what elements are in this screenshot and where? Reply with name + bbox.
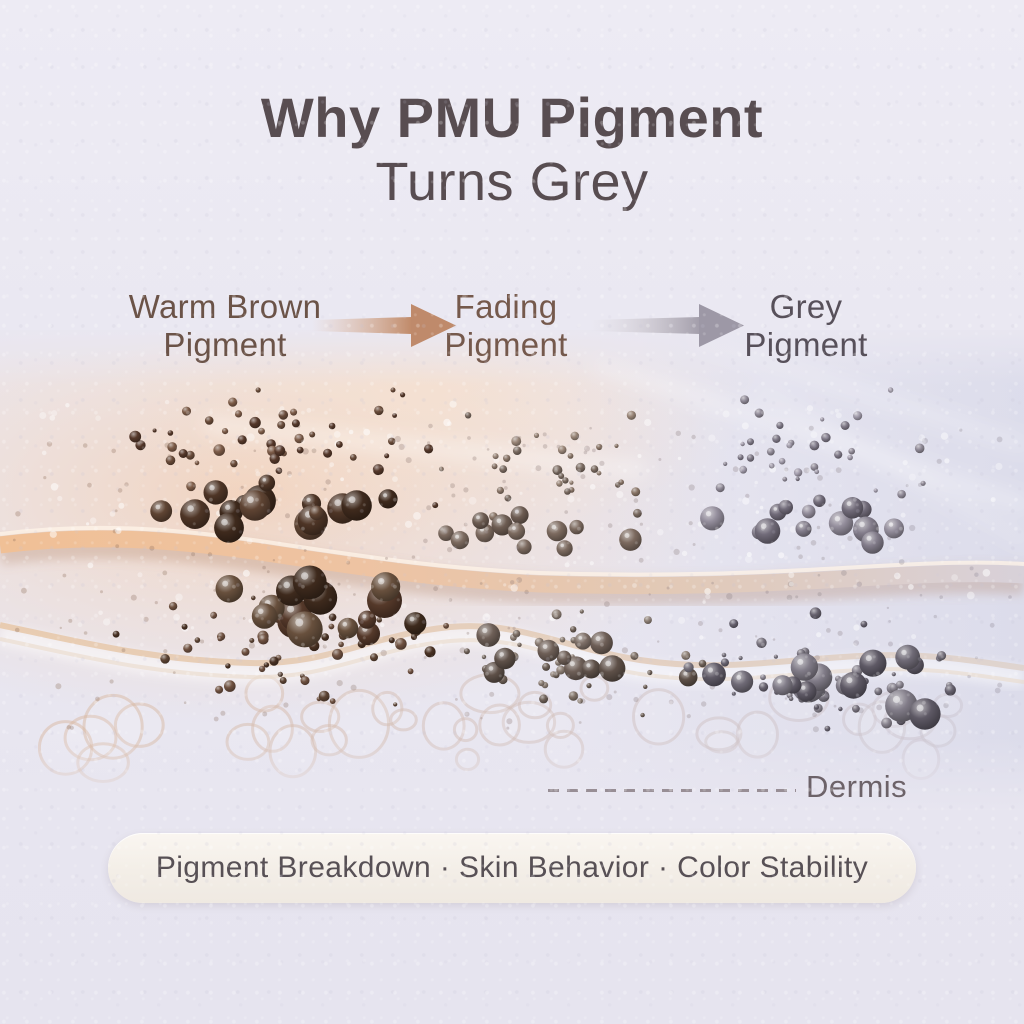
stage-label-line: Fading: [454, 288, 558, 325]
stage-label-line: Pigment: [444, 325, 568, 363]
arrow-right-icon: [312, 304, 456, 347]
stage-label-line: Grey: [769, 288, 843, 325]
stage-label-fading-pigment: Fading Pigment: [392, 288, 620, 364]
light-wisps: [203, 335, 1024, 545]
epidermis-layer-ribbon: [0, 525, 1024, 606]
arrow-tail: [312, 317, 412, 334]
stage-label-line: Pigment: [744, 325, 868, 363]
stage-label-line: Pigment: [163, 325, 287, 363]
dermis-label: Dermis: [806, 769, 908, 804]
top-fade: [0, 330, 1024, 385]
arrow-head: [411, 304, 456, 347]
arrow-right-icon: [590, 304, 744, 347]
stage-label-warm-brown-pigment: Warm Brown Pigment: [90, 288, 360, 364]
arrow-head: [699, 304, 744, 347]
pigment-particles: [12, 387, 1012, 733]
dermis-dashed-line: [548, 789, 796, 792]
page-title: Why PMU Pigment Turns Grey: [0, 86, 1024, 214]
bottom-fade: [0, 738, 1024, 810]
arrow-tail: [590, 317, 700, 334]
page-title-line2: Turns Grey: [375, 151, 649, 212]
footer-pill: Pigment Breakdown · Skin Behavior · Colo…: [108, 833, 916, 903]
stage-label-line: Warm Brown: [128, 288, 322, 325]
page-title-line1: Why PMU Pigment: [260, 86, 764, 149]
skin-cross-section-illustration: [0, 330, 1024, 810]
footer-keywords-text: Pigment Breakdown · Skin Behavior · Colo…: [155, 851, 869, 884]
stage-label-grey-pigment: Grey Pigment: [690, 288, 922, 364]
